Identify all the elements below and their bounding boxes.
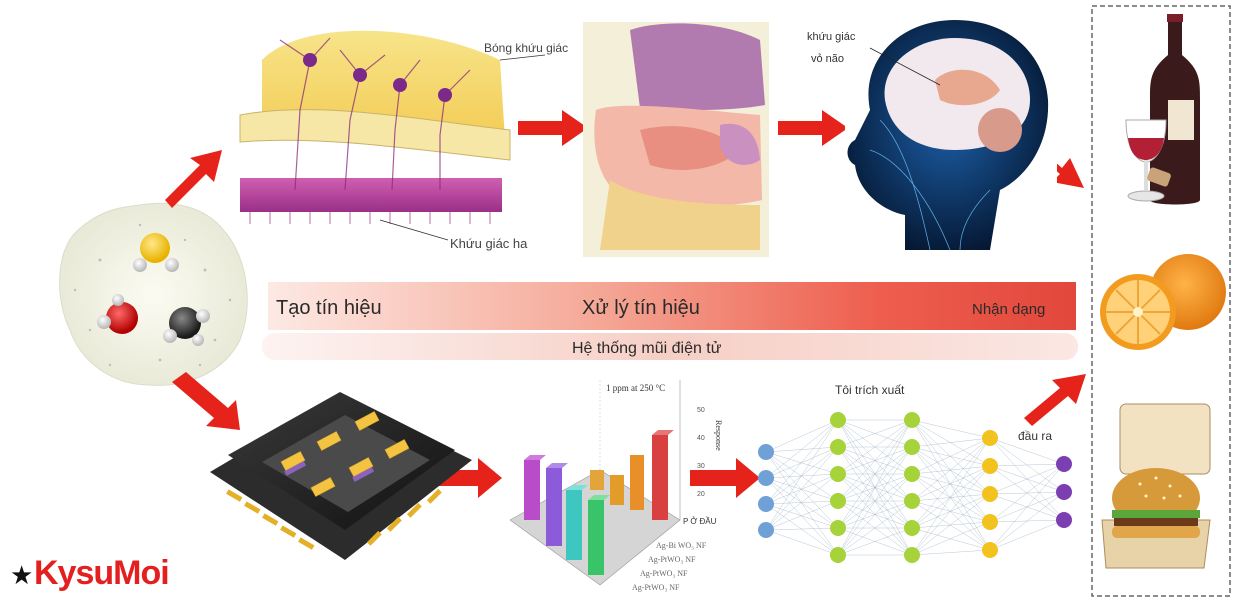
nn-node — [1056, 512, 1072, 528]
nn-node — [904, 412, 920, 428]
nn-node — [758, 496, 774, 512]
sensor-row-4: Ag-PtWO₃ NF — [632, 583, 680, 592]
signal-processing-label: Xử lý tín hiệu — [582, 297, 700, 319]
nn-node — [830, 520, 846, 536]
nn-node — [904, 520, 920, 536]
nn-node — [1056, 456, 1072, 472]
nn-node — [982, 486, 998, 502]
bar-chart-icon: 50 40 30 20 — [509, 380, 705, 586]
nn-node — [904, 547, 920, 563]
nn-node — [830, 466, 846, 482]
svg-text:KysuMoi: KysuMoi — [34, 554, 169, 592]
brain-icon — [845, 10, 1057, 258]
olfactory-cortex-label-1: khứu giác — [807, 31, 856, 43]
svg-text:★: ★ — [10, 561, 33, 591]
olfactory-bulb-label: Bóng khứu giác — [484, 41, 568, 55]
sensor-row-2: Ag-PtWO₃ NF — [648, 555, 696, 564]
nn-node — [830, 547, 846, 563]
wine-icon — [1125, 14, 1200, 205]
nn-node — [830, 412, 846, 428]
svg-text:40: 40 — [697, 435, 705, 442]
nn-node — [758, 470, 774, 486]
process-band — [268, 282, 1076, 330]
chart-axis-label: Response — [714, 420, 723, 451]
nn-node — [904, 493, 920, 509]
burger-icon — [1101, 403, 1211, 569]
enose-band — [262, 333, 1078, 360]
nn-node — [982, 514, 998, 530]
nn-node — [758, 444, 774, 460]
enose-system-label: Hệ thống mũi điện tử — [572, 340, 722, 357]
olfactory-epithelium-label: Khứu giác ha — [450, 236, 528, 251]
signal-generation-label: Tạo tín hiệu — [276, 297, 382, 319]
svg-text:30: 30 — [697, 463, 705, 470]
nn-node — [758, 522, 774, 538]
nn-node — [830, 493, 846, 509]
sensor-row-3: Ag-PtWO₃ NF — [640, 569, 688, 578]
chip-icon — [210, 392, 472, 560]
chart-caption: 1 ppm at 250 °C — [606, 383, 665, 393]
recognition-label: Nhận dạng — [972, 301, 1045, 318]
nn-node — [982, 542, 998, 558]
nn-node — [830, 439, 846, 455]
kysumoi-logo: ★ KysuMoi — [10, 554, 170, 592]
sensor-response-label: P Ở ĐẦU — [683, 516, 717, 526]
arrow-icon — [165, 110, 1086, 498]
neural-net-icon — [758, 412, 1072, 563]
svg-text:50: 50 — [697, 407, 705, 414]
nose-icon — [583, 22, 769, 257]
sensor-row-1: Ag-Bi WO₃ NF — [656, 541, 707, 550]
molecule-icon — [59, 202, 248, 386]
orange-icon — [1100, 254, 1226, 350]
nn-node — [904, 466, 920, 482]
output-label: đầu ra — [1018, 429, 1052, 443]
feature-extraction-label: Tôi trích xuất — [835, 383, 905, 397]
nn-node — [982, 430, 998, 446]
olfactory-cortex-label-2: vỏ não — [811, 53, 844, 65]
nn-node — [904, 439, 920, 455]
svg-text:20: 20 — [697, 491, 705, 498]
nn-node — [1056, 484, 1072, 500]
nn-node — [982, 458, 998, 474]
neuron-icon — [239, 30, 546, 241]
